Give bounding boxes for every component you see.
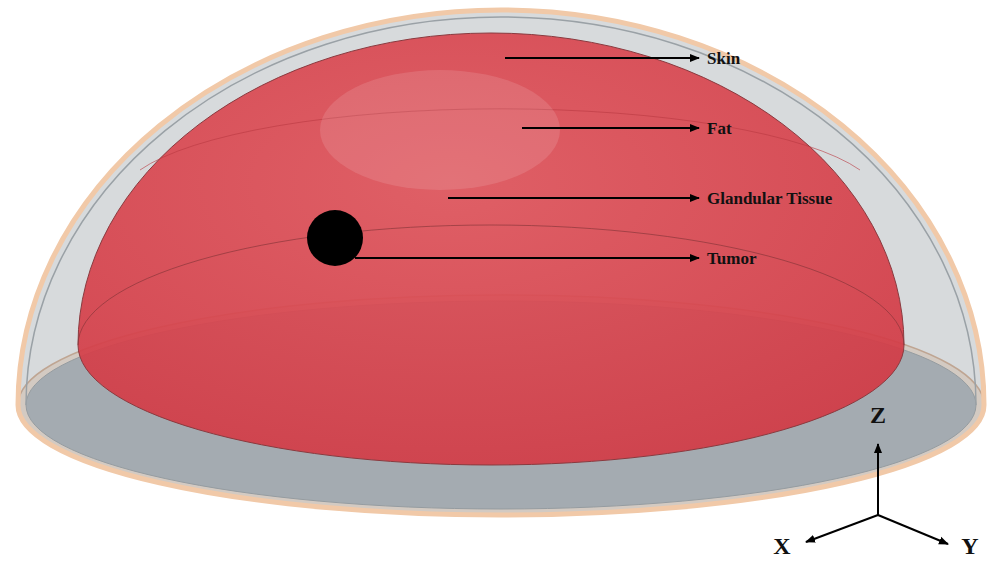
part-label: Tumor xyxy=(707,250,756,267)
y-axis xyxy=(878,515,948,544)
x-axis xyxy=(806,515,878,542)
skin-dome xyxy=(18,10,984,515)
leader-arrow xyxy=(505,57,699,59)
axis-label: Z xyxy=(870,403,886,427)
z-axis xyxy=(877,444,879,515)
leader-arrow xyxy=(355,257,699,259)
glandular-base-edge xyxy=(78,225,904,345)
part-label: Glandular Tissue xyxy=(707,190,832,207)
part-label: Skin xyxy=(707,50,740,67)
glandular-dome xyxy=(78,33,904,465)
leader-arrow xyxy=(522,127,699,129)
axis-label: Y xyxy=(961,534,978,558)
part-label: Fat xyxy=(707,120,732,137)
tumor-sphere xyxy=(307,210,363,266)
highlight xyxy=(320,70,560,190)
axis-label: X xyxy=(773,534,790,558)
leader-arrow xyxy=(448,197,699,199)
